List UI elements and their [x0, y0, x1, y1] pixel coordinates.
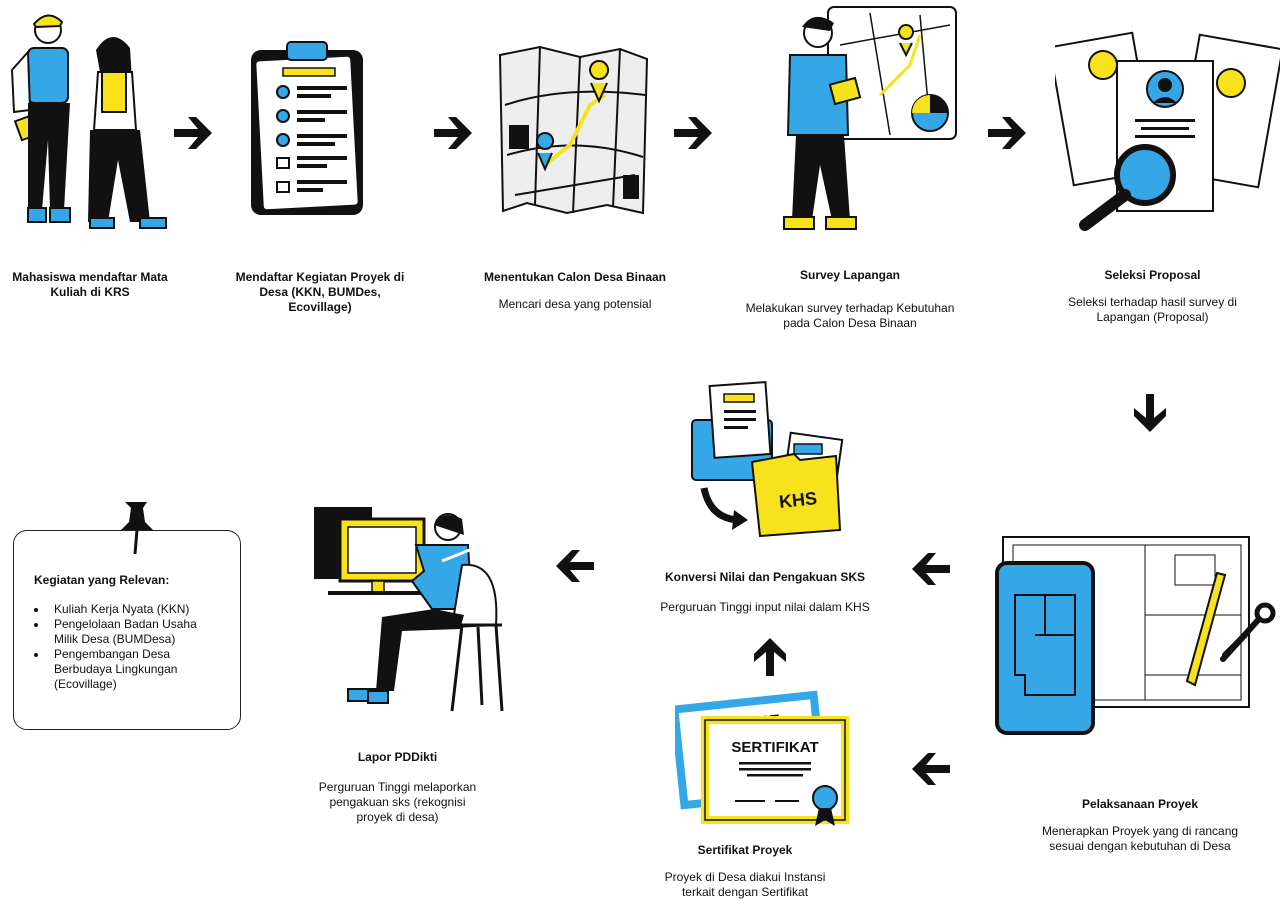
step-description: Perguruan Tinggi input nilai dalam KHS [660, 600, 870, 614]
step-caption-project-implementation: Pelaksanaan Proyek Menerapkan Proyek yan… [1040, 797, 1240, 854]
arrow-up-icon [746, 632, 794, 680]
step-title: Pelaksanaan Proyek [1081, 797, 1199, 811]
arrow-right-icon [984, 109, 1032, 157]
clipboard-checklist-illustration [251, 41, 363, 215]
pushpin-icon [121, 502, 153, 555]
step-description: Menerapkan Proyek yang di rancang sesuai… [1041, 824, 1239, 853]
note-item: Pengelolaan Badan Usaha Milik Desa (BUMD… [48, 617, 222, 647]
blueprint-tablet-illustration [995, 536, 1276, 735]
step-description: Perguruan Tinggi melaporkan pengakuan sk… [318, 780, 477, 824]
students-illustration [10, 14, 167, 229]
step-title: Seleksi Proposal [1104, 268, 1201, 282]
arrow-left-icon [550, 542, 598, 590]
step-title: Lapor PDDikti [357, 750, 438, 764]
map-illustration [498, 45, 649, 215]
khs-folder-label: KHS [778, 488, 818, 512]
step-description: Melakukan survey terhadap Kebutuhan pada… [745, 301, 955, 330]
proposal-selection-illustration [1055, 31, 1280, 231]
note-title: Kegiatan yang Relevan: [34, 573, 170, 587]
step-caption-register-project: Mendaftar Kegiatan Proyek di Desa (KKN, … [235, 270, 405, 315]
arrow-down-icon [1126, 390, 1174, 438]
computer-user-illustration [314, 507, 504, 712]
step-caption-grade-conversion: Konversi Nilai dan Pengakuan SKS Perguru… [645, 570, 885, 615]
step-caption-report-pddikti: Lapor PDDikti Perguruan Tinggi melaporka… [310, 750, 485, 825]
step-description: Mencari desa yang potensial [498, 297, 652, 311]
certificate-label: SERTIFIKAT [731, 739, 818, 756]
step-title: Survey Lapangan [799, 268, 901, 282]
step-description: Seleksi terhadap hasil survey di Lapanga… [1068, 295, 1237, 324]
step-caption-field-survey: Survey Lapangan Melakukan survey terhada… [735, 268, 965, 331]
note-list: Kuliah Kerja Nyata (KKN) Pengelolaan Bad… [34, 602, 222, 692]
field-survey-illustration [783, 6, 957, 230]
step-title: Konversi Nilai dan Pengakuan SKS [664, 570, 866, 584]
step-caption-choose-village: Menentukan Calon Desa Binaan Mencari des… [470, 270, 680, 312]
arrow-right-icon [170, 109, 218, 157]
step-title: Mahasiswa mendaftar Mata Kuliah di KRS [12, 270, 168, 299]
relevant-activities-note: Kegiatan yang Relevan: Kuliah Kerja Nyat… [13, 530, 241, 730]
step-caption-proposal-selection: Seleksi Proposal Seleksi terhadap hasil … [1045, 268, 1260, 325]
certificate-illustration: RTIFIKAT SERTIFIKAT [675, 690, 849, 826]
step-caption-register-krs: Mahasiswa mendaftar Mata Kuliah di KRS [5, 270, 175, 300]
arrow-right-icon [430, 109, 478, 157]
note-item: Kuliah Kerja Nyata (KKN) [48, 602, 222, 617]
step-title: Mendaftar Kegiatan Proyek di Desa (KKN, … [235, 270, 405, 314]
step-description: Proyek di Desa diakui Instansi terkait d… [664, 870, 826, 899]
step-caption-project-certificate: Sertifikat Proyek Proyek di Desa diakui … [655, 843, 835, 900]
step-title: Sertifikat Proyek [697, 843, 793, 857]
step-title: Menentukan Calon Desa Binaan [483, 270, 667, 284]
arrow-right-icon [670, 109, 718, 157]
arrow-left-icon [906, 745, 954, 793]
khs-folder-illustration: KHS [691, 381, 844, 538]
note-item: Pengembangan Desa Berbudaya Lingkungan (… [48, 647, 222, 692]
arrow-left-icon [906, 545, 954, 593]
